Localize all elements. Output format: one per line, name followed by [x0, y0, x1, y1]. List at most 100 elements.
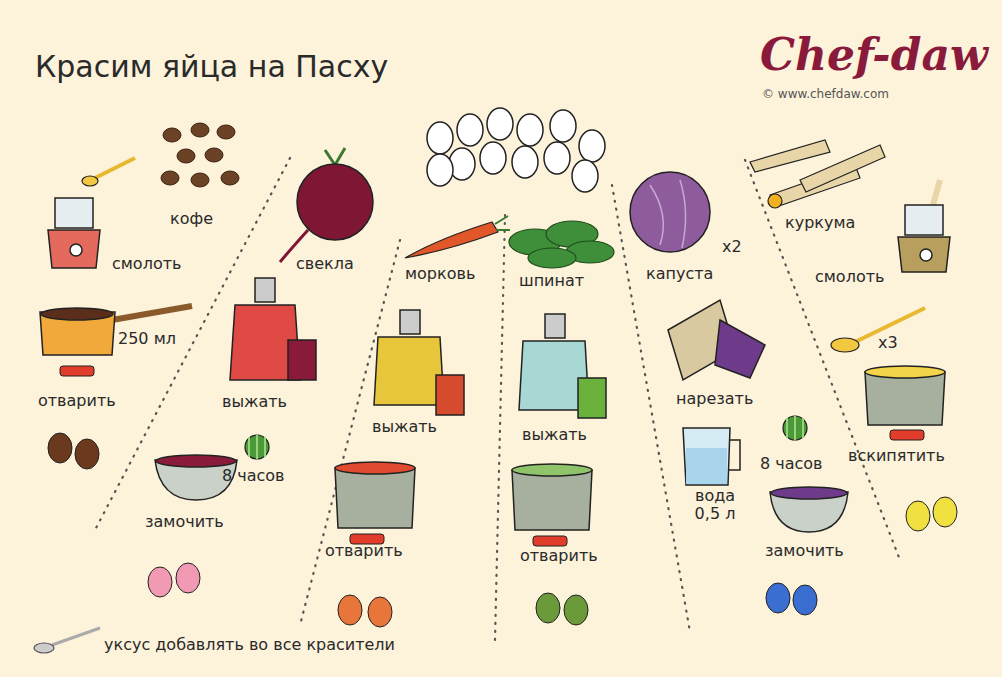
spoon-turmeric	[831, 308, 925, 352]
white-eggs	[480, 142, 506, 174]
turmeric	[800, 145, 885, 192]
pot-turmeric	[865, 366, 945, 378]
cabbage	[650, 180, 686, 248]
pot-turmeric	[865, 366, 945, 425]
timer	[245, 416, 807, 459]
ingredient-label: куркума	[785, 214, 855, 232]
amount-label: 250 мл	[118, 330, 176, 348]
beet	[325, 148, 345, 165]
step-label: отварить	[38, 392, 116, 410]
juicer-yellow	[436, 375, 464, 415]
colored-eggs	[48, 433, 957, 627]
white-eggs	[427, 122, 453, 154]
juicer-teal	[519, 314, 606, 418]
grater	[715, 320, 765, 378]
white-eggs	[550, 110, 576, 142]
cabbage	[630, 172, 710, 252]
quantity-label: x2	[722, 238, 742, 256]
colored-eggs	[368, 597, 392, 627]
juicer-red	[288, 340, 316, 380]
colored-eggs	[564, 595, 588, 625]
step-label: вскипятить	[848, 447, 945, 465]
measuring-jug	[686, 448, 727, 484]
pot-turmeric	[865, 372, 945, 425]
step-label: выжать	[522, 426, 587, 444]
beet	[297, 164, 373, 240]
coffee-beans	[161, 123, 239, 187]
colored-eggs	[906, 501, 930, 531]
coffee-beans	[177, 149, 195, 163]
colored-eggs	[766, 583, 790, 613]
timer	[245, 435, 269, 459]
burners	[60, 366, 94, 376]
amount-label: вода 0,5 л	[680, 487, 750, 524]
turmeric	[768, 194, 782, 208]
grinder-right	[905, 205, 943, 235]
measuring-jug	[729, 440, 740, 470]
saucepan	[112, 306, 192, 320]
timer	[249, 435, 265, 459]
grinder-right	[920, 249, 932, 261]
carrot	[495, 216, 510, 230]
spoon-grey	[52, 628, 100, 645]
divider-dots	[495, 215, 505, 640]
grater	[668, 300, 765, 380]
colored-eggs	[536, 593, 560, 623]
spoon-yellow	[82, 176, 98, 186]
spoon-yellow	[95, 158, 135, 178]
step-label: отварить	[325, 542, 403, 560]
bowl-beet	[156, 455, 236, 467]
ingredient-label: свекла	[296, 255, 354, 273]
pot-carrot	[335, 468, 415, 528]
colored-eggs	[75, 439, 99, 469]
coffee-beans	[205, 148, 223, 162]
coffee-beans	[217, 125, 235, 139]
saucepan	[41, 308, 113, 320]
juicer-red	[230, 278, 316, 380]
grinder-left	[48, 230, 100, 268]
step-label: смолоть	[112, 255, 181, 273]
note-label: уксус добавлять во все красители	[104, 636, 395, 654]
step-label: смолоть	[815, 268, 884, 286]
carrot	[405, 222, 498, 258]
spoon-grey	[34, 643, 54, 653]
turmeric	[750, 140, 885, 208]
colored-eggs	[176, 563, 200, 593]
ingredient-label: морковь	[405, 265, 475, 283]
time-label: 8 часов	[222, 467, 285, 485]
juicer-teal	[545, 314, 565, 338]
colored-eggs	[338, 595, 362, 625]
carrot	[405, 216, 510, 258]
timer	[783, 416, 807, 440]
divider-dots	[95, 158, 900, 640]
cabbage	[630, 172, 710, 252]
white-eggs	[487, 108, 513, 140]
white-eggs	[544, 142, 570, 174]
ingredient-label: капуста	[646, 265, 713, 283]
white-eggs	[512, 146, 538, 178]
spinach	[528, 248, 576, 268]
turmeric	[750, 140, 830, 172]
burners	[533, 536, 567, 546]
pot-spinach	[512, 470, 592, 530]
coffee-beans	[163, 128, 181, 142]
quantity-label: x3	[878, 334, 898, 352]
bowl-cabbage	[771, 487, 847, 499]
timer	[787, 416, 803, 440]
step-label: выжать	[222, 393, 287, 411]
spoon-turmeric	[831, 338, 859, 352]
grinder-left	[70, 244, 82, 256]
white-eggs	[572, 160, 598, 192]
spoon-grey	[34, 628, 100, 653]
grinder-right	[898, 237, 950, 272]
white-eggs	[427, 108, 605, 192]
pot-carrot	[335, 462, 415, 528]
colored-eggs	[793, 585, 817, 615]
grinder-right	[898, 180, 950, 272]
bowl-cabbage	[770, 487, 848, 532]
colored-eggs	[48, 433, 72, 463]
step-label: отварить	[520, 547, 598, 565]
pot-carrot	[335, 462, 415, 474]
coffee-beans	[191, 173, 209, 187]
colored-eggs	[933, 497, 957, 527]
